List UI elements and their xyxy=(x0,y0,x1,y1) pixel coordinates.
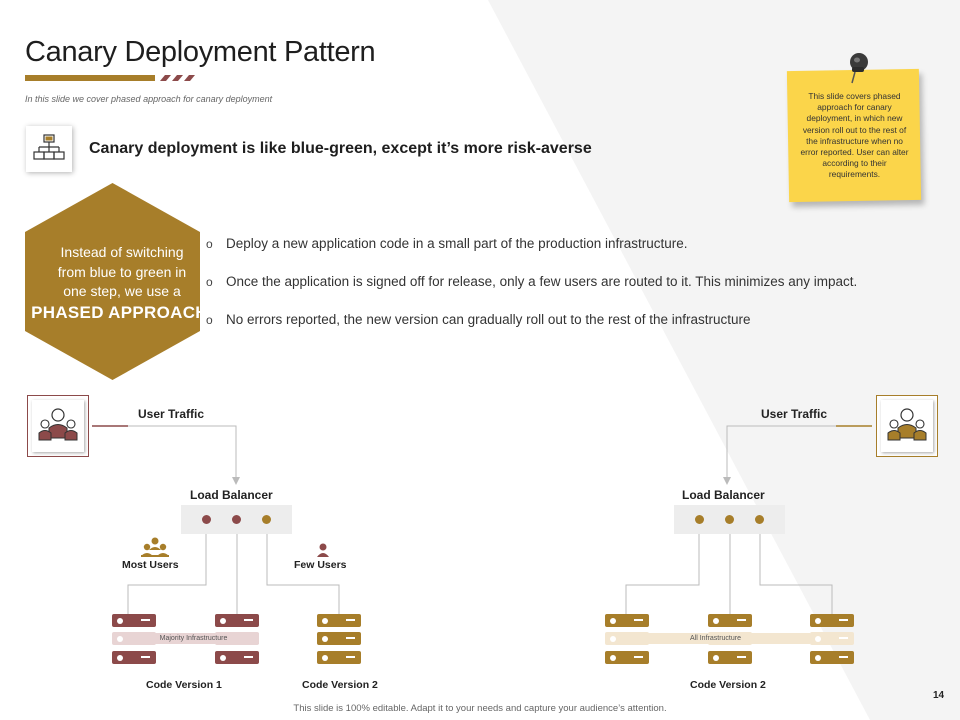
right-load-balancer-label: Load Balancer xyxy=(682,488,765,502)
server-unit xyxy=(810,632,854,645)
lb-dot xyxy=(695,515,704,524)
server-unit xyxy=(810,614,854,627)
bullet-item: o Once the application is signed off for … xyxy=(206,274,857,289)
bullet-marker: o xyxy=(206,313,213,327)
pushpin-icon xyxy=(850,53,868,84)
server-unit xyxy=(708,614,752,627)
bullet-text: Deploy a new application code in a small… xyxy=(226,236,688,251)
server-unit xyxy=(605,614,649,627)
lb-dot xyxy=(755,515,764,524)
lb-dot xyxy=(202,515,211,524)
server-unit xyxy=(708,651,752,664)
hexagon-body-text: Instead of switching from blue to green … xyxy=(57,244,187,299)
headline-text: Canary deployment is like blue-green, ex… xyxy=(89,140,592,157)
left-users-inner xyxy=(32,400,84,452)
majority-infrastructure-band: Majority Infrastructure xyxy=(128,633,259,644)
left-user-traffic-label: User Traffic xyxy=(138,407,205,421)
bullet-text: Once the application is signed off for r… xyxy=(226,274,858,289)
code-version-2-label: Code Version 2 xyxy=(302,679,378,691)
bullet-marker: o xyxy=(206,237,213,251)
few-users-icon xyxy=(317,543,329,557)
left-load-balancer xyxy=(181,505,292,534)
server-unit xyxy=(317,614,361,627)
most-users-label: Most Users xyxy=(122,559,179,571)
left-load-balancer-label: Load Balancer xyxy=(190,488,273,502)
hexagon-text: Instead of switching from blue to green … xyxy=(27,243,217,322)
right-users-box xyxy=(876,395,938,457)
title-underline-decoration xyxy=(25,75,195,81)
hexagon-emphasis-text: PHASED APPROACH. xyxy=(31,302,213,322)
lb-dot xyxy=(232,515,241,524)
lb-dot xyxy=(262,515,271,524)
users-group-icon xyxy=(38,408,78,441)
most-users-icon xyxy=(141,537,169,557)
right-code-version-2-label: Code Version 2 xyxy=(690,679,766,691)
hexagon-callout xyxy=(25,183,200,380)
server-unit xyxy=(112,614,156,627)
server-unit xyxy=(112,651,156,664)
sticky-note-text: This slide covers phased approach for ca… xyxy=(800,91,909,180)
all-infrastructure-band: All Infrastructure xyxy=(621,633,810,644)
footer-note: This slide is 100% editable. Adapt it to… xyxy=(293,703,667,714)
server-unit xyxy=(215,614,259,627)
users-group-icon xyxy=(887,408,927,441)
page-subtitle: In this slide we cover phased approach f… xyxy=(25,94,273,104)
left-users-box xyxy=(27,395,89,457)
right-load-balancer xyxy=(674,505,785,534)
server-unit xyxy=(215,651,259,664)
code-version-1-label: Code Version 1 xyxy=(146,679,222,691)
server-unit xyxy=(317,651,361,664)
right-user-traffic-label: User Traffic xyxy=(761,407,828,421)
lb-dot xyxy=(725,515,734,524)
right-users-inner xyxy=(881,400,933,452)
server-unit xyxy=(317,632,361,645)
network-icon-box xyxy=(26,126,72,172)
page-title: Canary Deployment Pattern xyxy=(25,36,376,68)
bullet-item: o No errors reported, the new version can… xyxy=(206,312,751,327)
server-unit xyxy=(605,651,649,664)
few-users-label: Few Users xyxy=(294,559,347,571)
server-unit xyxy=(810,651,854,664)
bullet-item: o Deploy a new application code in a smal… xyxy=(206,236,688,251)
bullet-marker: o xyxy=(206,275,213,289)
bullet-text: No errors reported, the new version can … xyxy=(226,312,751,327)
network-icon xyxy=(33,134,65,160)
page-number: 14 xyxy=(933,690,945,701)
